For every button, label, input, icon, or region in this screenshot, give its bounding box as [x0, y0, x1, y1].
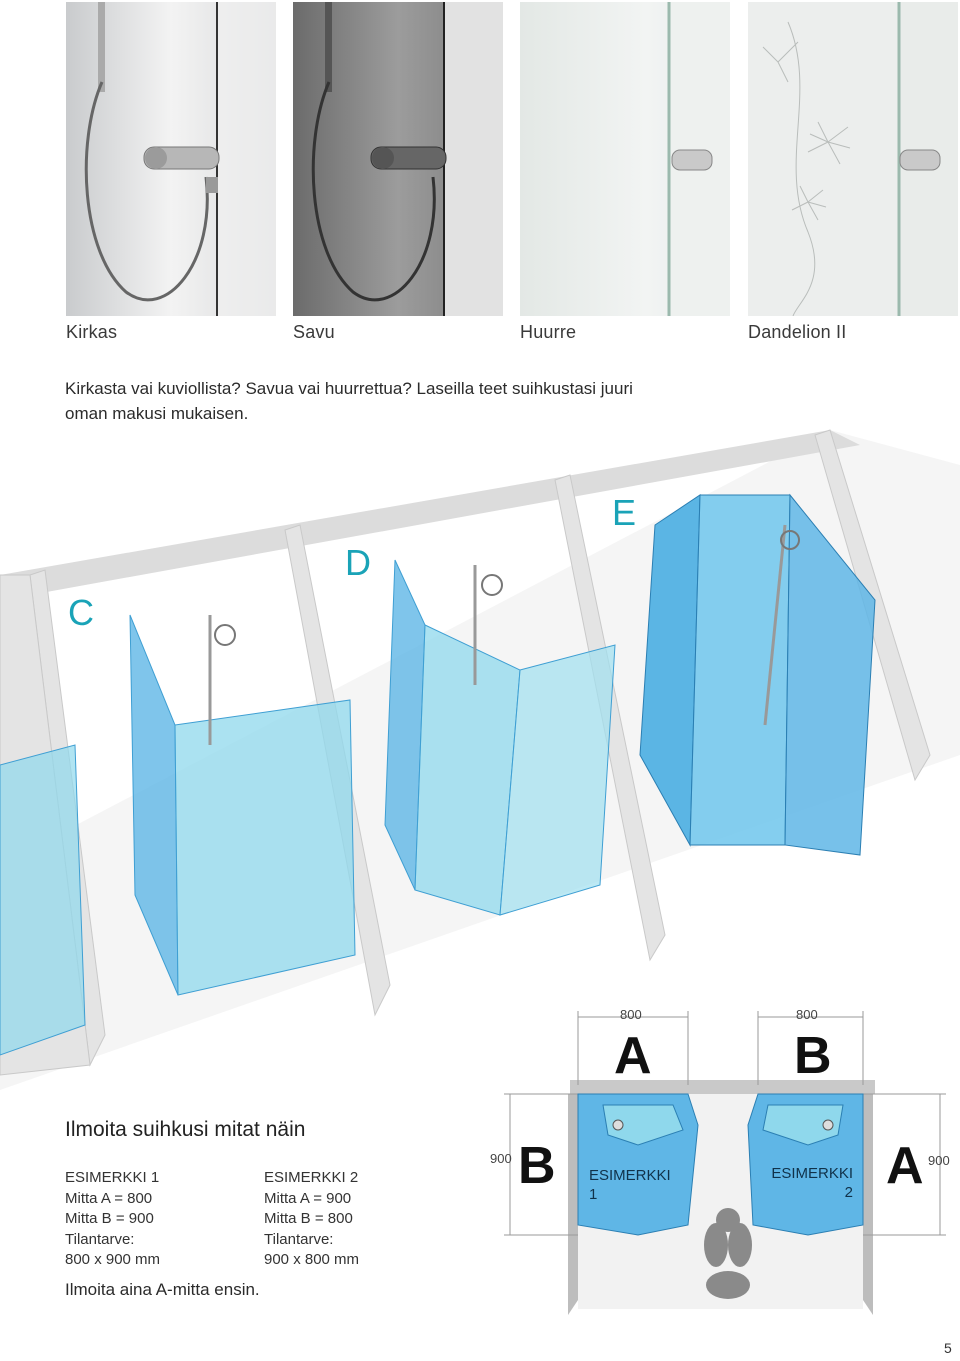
dim-right: 900 [928, 1153, 950, 1168]
sample-label-dandelion: Dandelion II [748, 322, 847, 342]
sample-label-huurre: Huurre [520, 322, 577, 342]
example-1-b: Mitta B = 900 [65, 1210, 154, 1228]
measurement-title: Ilmoita suihkusi mitat näin [65, 1118, 306, 1141]
example-1-text: ESIMERKKI 1 Mitta A = 800 Mitta B = 900 … [65, 1168, 160, 1271]
shower-cabins-illustration [0, 425, 960, 1090]
sample-label-kirkas: Kirkas [66, 322, 118, 342]
dim-top-b: 800 [796, 1007, 818, 1022]
plan-example-1-line1: ESIMERKKI [589, 1167, 671, 1184]
sample-photo-huurre [520, 2, 730, 316]
example-2-space-label: Tilantarve: [264, 1230, 334, 1248]
intro-line-2: oman makusi mukaisen. [65, 404, 249, 423]
plan-example-2: ESIMERKKI 2 [768, 1164, 853, 1202]
dim-top-a: 800 [620, 1007, 642, 1022]
example-2-heading: ESIMERKKI 2 [264, 1169, 359, 1186]
cabin-label-e: E [612, 492, 637, 533]
example-2-space: 900 x 800 mm [264, 1251, 360, 1269]
cabin-label-c: C [68, 592, 94, 633]
plan-example-1-line2: 1 [589, 1186, 598, 1203]
page-number: 5 [944, 1340, 952, 1356]
a-measure-note: Ilmoita aina A-mitta ensin. [65, 1280, 260, 1299]
sample-photo-kirkas [66, 2, 276, 316]
example-2-b: Mitta B = 800 [264, 1210, 353, 1228]
floor-plan-diagram [478, 995, 960, 1315]
sample-label-savu: Savu [293, 322, 335, 342]
plan-label-right-a: A [886, 1137, 924, 1195]
example-2-a: Mitta A = 900 [264, 1189, 352, 1207]
plan-label-top-b: B [794, 1027, 832, 1085]
sample-photo-savu [293, 2, 503, 316]
example-2-text: ESIMERKKI 2 Mitta A = 900 Mitta B = 800 … [264, 1168, 359, 1271]
plan-example-2-line1: ESIMERKKI [771, 1165, 853, 1182]
dim-left: 900 [490, 1151, 512, 1166]
intro-line-1: Kirkasta vai kuviollista? Savua vai huur… [65, 379, 633, 398]
example-1-space-label: Tilantarve: [65, 1230, 135, 1248]
sample-photo-dandelion [748, 2, 958, 316]
plan-label-left-b: B [518, 1137, 556, 1195]
plan-example-2-line2: 2 [844, 1184, 853, 1201]
plan-example-1: ESIMERKKI 1 [589, 1166, 671, 1204]
plan-label-top-a: A [614, 1027, 652, 1085]
example-1-heading: ESIMERKKI 1 [65, 1169, 160, 1186]
example-1-space: 800 x 900 mm [65, 1251, 161, 1269]
intro-text: Kirkasta vai kuviollista? Savua vai huur… [65, 376, 755, 426]
cabin-label-d: D [345, 542, 371, 583]
example-1-a: Mitta A = 800 [65, 1189, 153, 1207]
